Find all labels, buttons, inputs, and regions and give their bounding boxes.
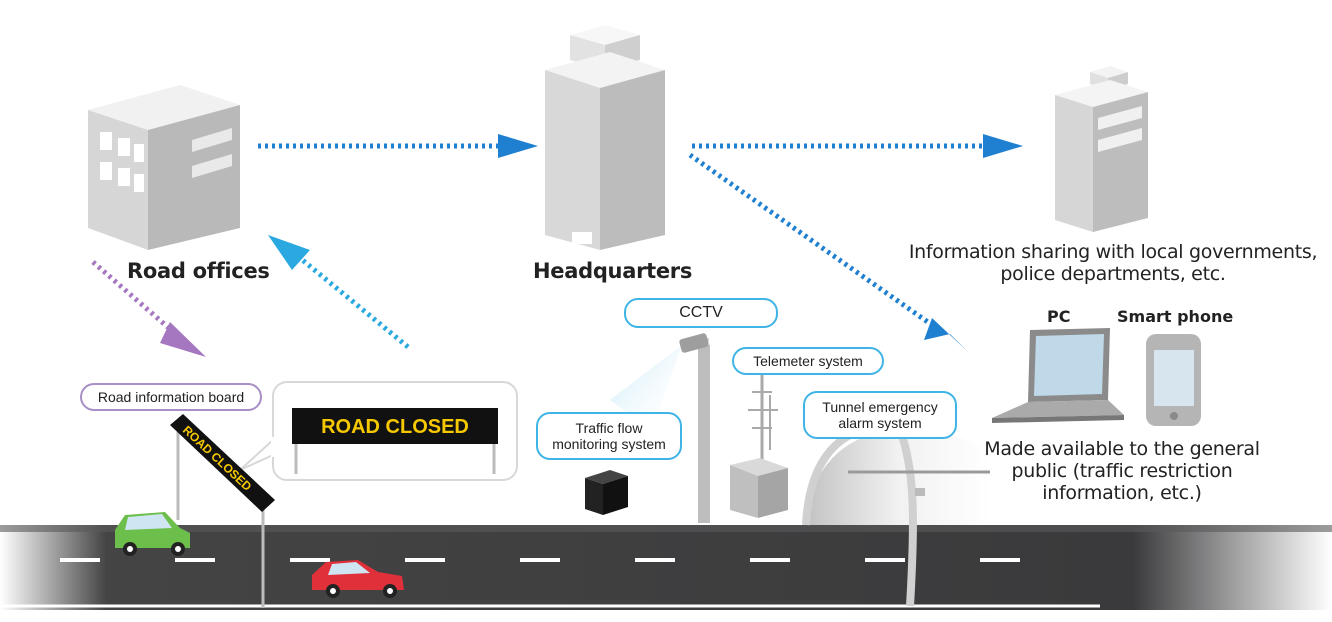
info-sharing-line1: Information sharing with local governmen… bbox=[908, 241, 1318, 263]
laptop-icon bbox=[992, 328, 1124, 423]
government-building bbox=[1055, 66, 1148, 232]
arrow-roadoffice-to-board bbox=[91, 260, 206, 357]
road-offices-building bbox=[88, 85, 240, 250]
green-car bbox=[115, 512, 190, 556]
tunnel-alarm-callout: Tunnel emergency alarm system bbox=[803, 391, 957, 439]
cctv-callout: CCTV bbox=[624, 298, 778, 328]
smart-phone-label: Smart phone bbox=[1117, 307, 1234, 326]
road-offices-label: Road offices bbox=[127, 259, 270, 283]
road-info-board-callout: Road information board bbox=[80, 383, 262, 411]
info-sharing-line2: police departments, etc. bbox=[1000, 263, 1226, 285]
tunnel-line2: alarm system bbox=[838, 415, 922, 431]
pc-label: PC bbox=[1047, 307, 1071, 326]
info-sharing-label: Information sharing with local governmen… bbox=[898, 241, 1328, 285]
arrow-hq-to-public bbox=[688, 152, 968, 352]
smartphone-icon bbox=[1146, 334, 1201, 426]
arrow-hq-to-government bbox=[692, 134, 1023, 158]
arrow-roadoffice-to-hq bbox=[258, 134, 538, 158]
public-availability-label: Made available to the general public (tr… bbox=[972, 438, 1272, 504]
arrow-road-to-roadoffice bbox=[268, 235, 410, 349]
board-callout: ROAD CLOSED bbox=[239, 381, 518, 481]
red-car bbox=[312, 560, 404, 598]
overhead-sign-text: ROAD CLOSED bbox=[180, 423, 255, 494]
traffic-flow-line1: Traffic flow bbox=[575, 420, 643, 436]
road bbox=[0, 525, 1332, 610]
public-line2: public (traffic restriction bbox=[1011, 460, 1233, 482]
tunnel-line1: Tunnel emergency bbox=[822, 399, 938, 415]
telemeter-callout: Telemeter system bbox=[732, 347, 884, 375]
traffic-flow-box bbox=[585, 470, 628, 515]
traffic-flow-line2: monitoring system bbox=[552, 436, 666, 452]
traffic-flow-callout: Traffic flow monitoring system bbox=[536, 412, 682, 460]
headquarters-building bbox=[545, 25, 665, 250]
telemeter-mast bbox=[730, 372, 788, 518]
public-line1: Made available to the general bbox=[984, 438, 1260, 460]
public-line3: information, etc.) bbox=[1042, 482, 1202, 504]
cctv-pole bbox=[610, 333, 710, 523]
headquarters-label: Headquarters bbox=[533, 259, 693, 283]
board-sign-text: ROAD CLOSED bbox=[321, 416, 469, 438]
